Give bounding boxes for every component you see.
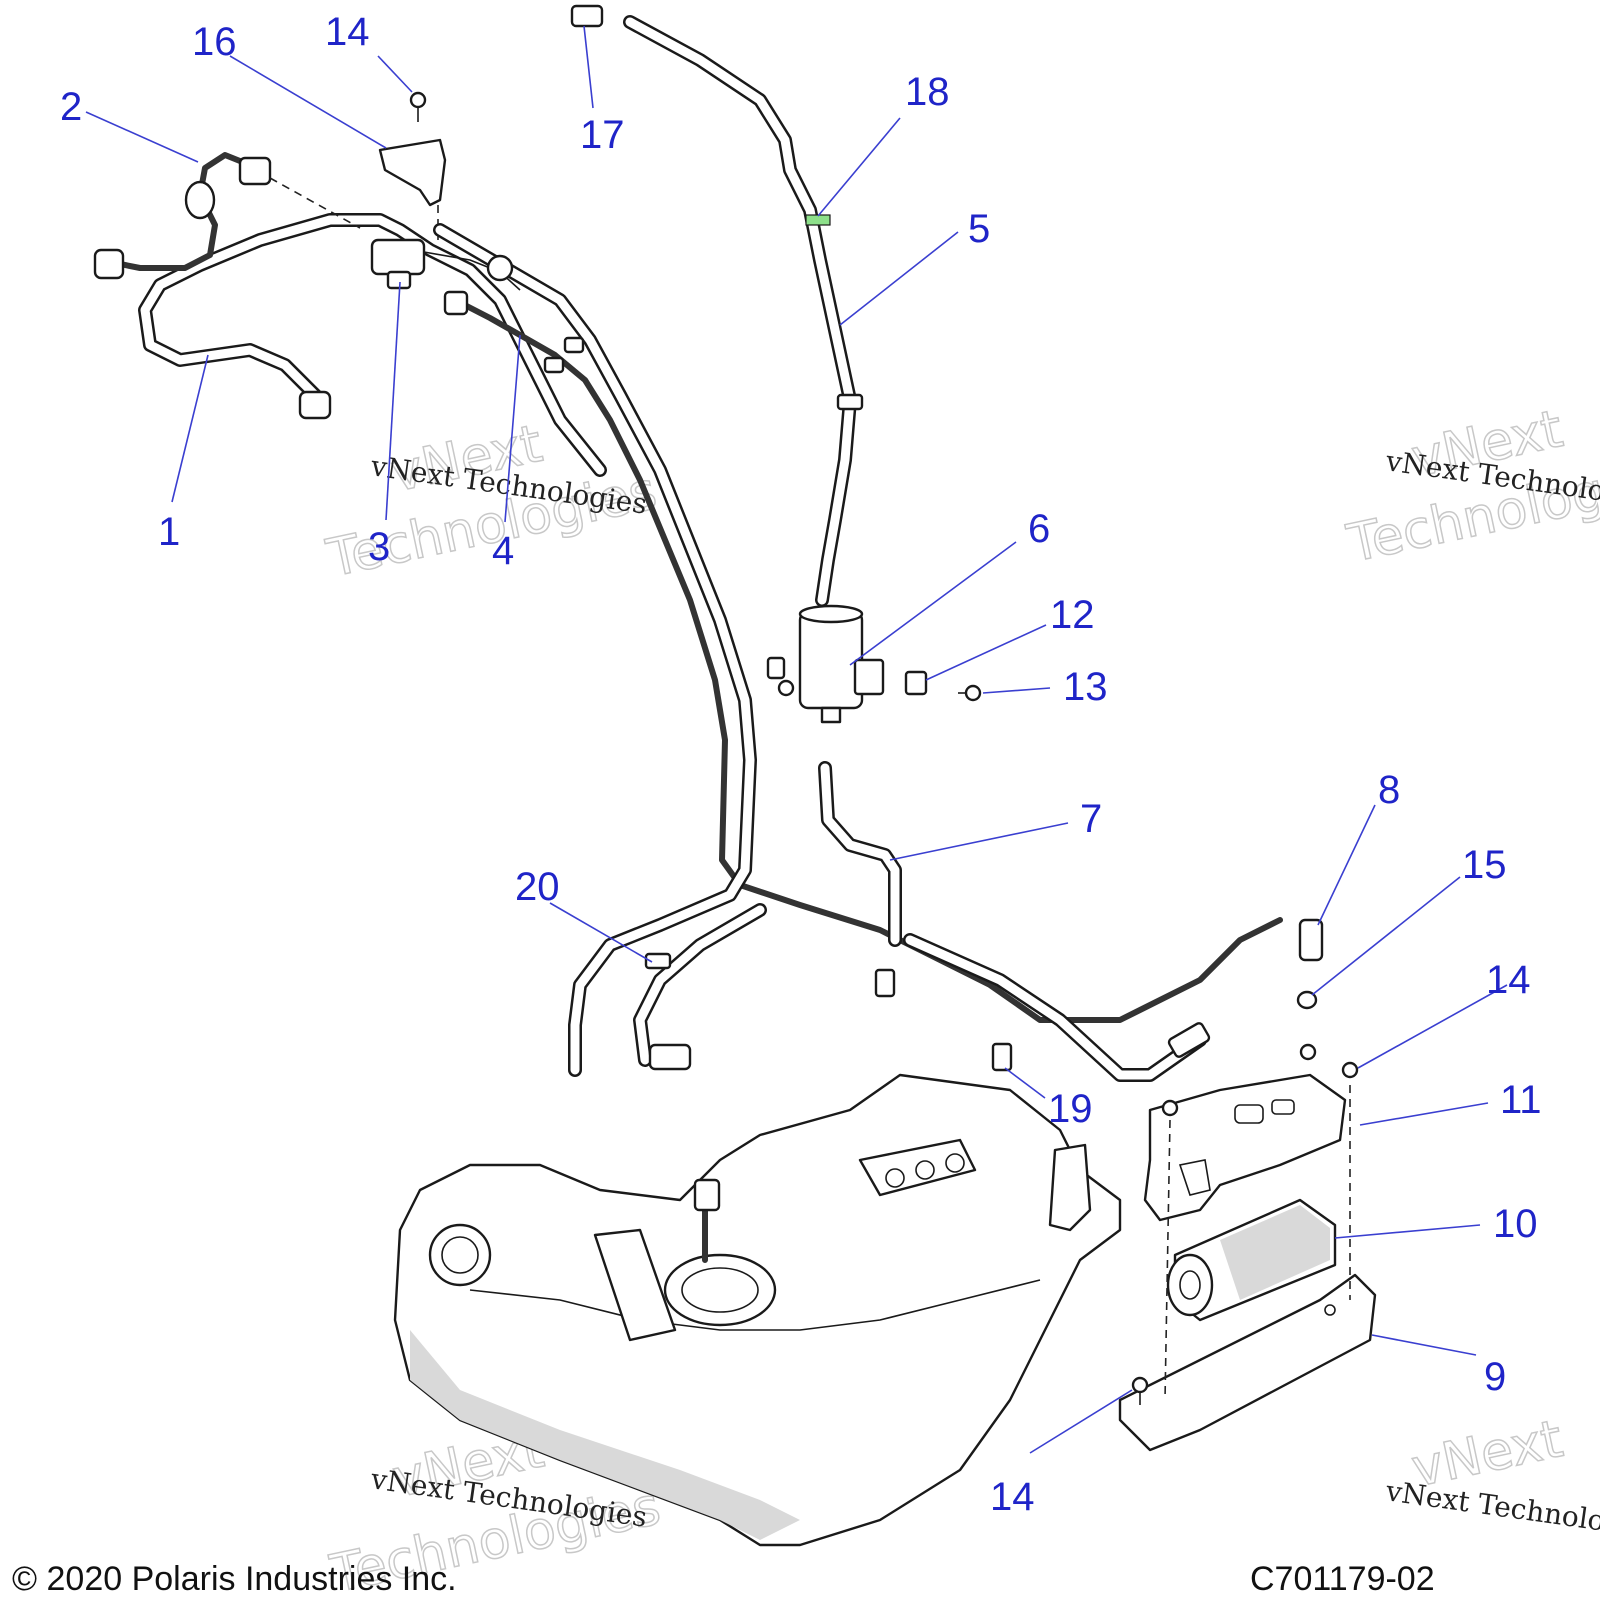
fuel-line-main [433, 223, 757, 1077]
hose-connector [93, 248, 125, 280]
callout-17: 17 [580, 113, 625, 157]
part-9-mount-bracket [1118, 1273, 1377, 1452]
part-15-cap [1296, 990, 1318, 1010]
mount-dashed-line-left [1164, 1119, 1171, 1401]
callout-5: 5 [968, 207, 990, 251]
part-5-vent-hose [623, 15, 864, 607]
part-17-fitting [570, 4, 604, 28]
callout-10: 10 [1493, 1202, 1538, 1246]
vent-clip [836, 393, 864, 411]
line-clamp [486, 254, 514, 282]
line-clip [543, 356, 565, 374]
callout-6: 6 [1028, 507, 1050, 551]
part-10-filter [1166, 1198, 1337, 1322]
leader-lines [85, 25, 1508, 1454]
watermark-caption-bottom-right: vNext Technologies [1383, 1474, 1600, 1546]
line-end-connector [1167, 1022, 1211, 1058]
pump-connector [693, 1178, 721, 1212]
callout-14-right: 14 [1486, 958, 1531, 1002]
diagram-code: C701179-02 [1250, 1560, 1435, 1598]
callout-1: 1 [158, 510, 180, 554]
fuel-cap [428, 1223, 492, 1287]
copyright-text: © 2020 Polaris Industries Inc. [12, 1560, 457, 1598]
hose-fitting [238, 156, 272, 186]
part-11-cover [1143, 1073, 1347, 1222]
callout-20: 20 [515, 865, 560, 909]
callout-7: 7 [1080, 797, 1102, 841]
tube-connector-end [298, 390, 332, 420]
fuel-tank [393, 1073, 1122, 1547]
part-13-screw [958, 684, 982, 702]
assembly-dashed-line [269, 177, 361, 229]
fuel-pump-ring [663, 1253, 777, 1327]
tank-mount-bracket [1048, 1143, 1092, 1232]
canister-screw [777, 679, 795, 697]
harness-connector [443, 290, 469, 316]
callout-9: 9 [1484, 1355, 1506, 1399]
hose-grommet [184, 180, 216, 220]
part-18-clamp-highlight [805, 214, 831, 226]
callout-14-top: 14 [325, 10, 370, 54]
part-12-clip [904, 670, 928, 696]
tank-strap [593, 1228, 677, 1342]
part-2-hose-assembly [93, 152, 272, 280]
part-14-bolt-top [409, 91, 427, 122]
clip-upper [874, 968, 896, 998]
part-1-vent-tube-loop [138, 213, 607, 477]
callout-8: 8 [1378, 768, 1400, 812]
callout-19: 19 [1048, 1087, 1093, 1131]
callout-labels: 1 2 3 4 5 6 7 8 9 10 11 12 13 14 14 14 1… [60, 10, 1542, 1519]
callout-14-bottom: 14 [990, 1475, 1035, 1519]
callout-2: 2 [60, 85, 82, 129]
part-20-clip [644, 952, 672, 970]
callout-12: 12 [1050, 593, 1095, 637]
callout-13: 13 [1063, 665, 1108, 709]
line-clip [563, 336, 585, 354]
canister-nut [766, 656, 786, 680]
part-7-hose [818, 761, 902, 947]
callout-3: 3 [368, 525, 390, 569]
callout-15: 15 [1462, 843, 1507, 887]
part-14-bolt-bottom [1131, 1376, 1149, 1405]
callout-16: 16 [192, 20, 237, 64]
part-8-fitting [1298, 918, 1324, 962]
part-4-harness [443, 290, 1283, 1023]
callout-4: 4 [492, 529, 514, 573]
tank-label-plate [858, 1138, 977, 1197]
canister-bracket [853, 658, 885, 696]
part-14-bolt-right [1161, 1043, 1359, 1117]
lower-connector [648, 1043, 692, 1071]
part-19-clip [991, 1042, 1013, 1072]
part-6-canister [766, 604, 885, 724]
callout-11: 11 [1500, 1078, 1542, 1122]
callout-18: 18 [905, 70, 950, 114]
